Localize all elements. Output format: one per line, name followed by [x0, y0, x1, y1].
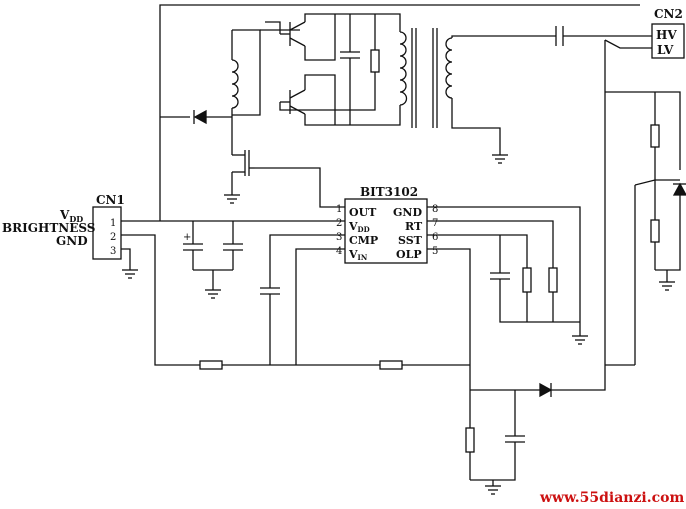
cn1-brightness-label: BRIGHTNESS: [2, 221, 95, 235]
ic-pin-8: 8: [432, 204, 438, 215]
ic-label-olp: OLP: [396, 248, 422, 261]
feedback-resistor: [379, 360, 403, 370]
brightness-resistor: [199, 360, 223, 370]
ic-pin-6: 6: [432, 232, 438, 243]
transformer: [399, 28, 556, 164]
ic-label-vin: VIN: [348, 248, 368, 262]
ic-label-gnd: GND: [393, 206, 422, 219]
sense-resistor-upper: [650, 124, 660, 148]
watermark-text: www.55dianzi.com: [539, 490, 684, 506]
ic-pin-1: 1: [336, 204, 342, 215]
ground-icon: [492, 154, 508, 164]
ground-icon: [205, 289, 221, 299]
sense-resistor-lower: [650, 219, 660, 243]
ground-icon: [572, 335, 588, 345]
supply-diode-icon: [193, 109, 232, 125]
ic-pin-4: 4: [336, 246, 342, 257]
cn1-body: [92, 206, 122, 260]
brightness-wire: [121, 234, 470, 366]
cmp-capacitor: [260, 234, 345, 365]
vin-wire: [295, 248, 345, 365]
supply-top-wire: [159, 4, 640, 221]
ground-icon: [122, 269, 138, 279]
cap-polarity-plus: +: [183, 232, 191, 243]
ground-icon: [659, 281, 675, 291]
olp-wire: [427, 248, 471, 390]
ic-label-rt: RT: [405, 220, 423, 233]
ic-body: [344, 198, 428, 264]
ic-pin-5: 5: [432, 246, 438, 257]
ic-pin-3: 3: [336, 232, 342, 243]
ic-pin-2: 2: [336, 218, 342, 229]
ground-icon: [224, 194, 240, 204]
lamp-sense-network: [605, 91, 686, 366]
gate-drive-wire: [255, 167, 345, 208]
ground-icon: [485, 485, 501, 495]
cn1-pin-2: 2: [110, 232, 116, 243]
cn1-name: CN1: [96, 193, 125, 207]
ic-label-out: OUT: [349, 206, 377, 219]
cn1-pin-3: 3: [110, 246, 116, 257]
ic-pin-7: 7: [432, 218, 438, 229]
connector-cn2: CN2 HV LV: [604, 7, 685, 59]
cn2-name: CN2: [654, 7, 683, 21]
input-capacitors: +: [183, 221, 243, 299]
mosfet-switch: [224, 150, 255, 204]
cn1-pin-1: 1: [110, 218, 116, 229]
cn1-gnd-wire: [121, 248, 131, 270]
cn2-body: [651, 23, 685, 59]
cn1-gnd-label: GND: [56, 234, 88, 248]
ic-label-vdd: VDD: [348, 220, 370, 234]
ic-bit3102: BIT3102 1 2 3 4 8 7 6 5 OUT VDD CMP VIN …: [336, 185, 438, 264]
timing-network: [427, 206, 588, 345]
sense-diode-icon: [672, 182, 686, 196]
ballast-capacitor: [555, 26, 655, 46]
ic-name: BIT3102: [360, 185, 418, 199]
ic-label-sst: SST: [398, 234, 423, 247]
connector-cn1: CN1 1 2 3 VDD BRIGHTNESS GND: [2, 193, 125, 260]
feedback-diode-icon: [539, 382, 553, 398]
cn2-hv-label: HV: [656, 28, 677, 42]
cn2-lv-label: LV: [657, 43, 674, 57]
royer-converter: [232, 13, 401, 126]
ic-label-cmp: CMP: [349, 234, 378, 247]
cn1-vdd-label: VDD: [59, 208, 83, 224]
choke-inductor: [231, 30, 239, 155]
bias-resistor: [370, 49, 380, 73]
sense-resistor: [465, 427, 475, 453]
feedback-network: [465, 40, 606, 495]
